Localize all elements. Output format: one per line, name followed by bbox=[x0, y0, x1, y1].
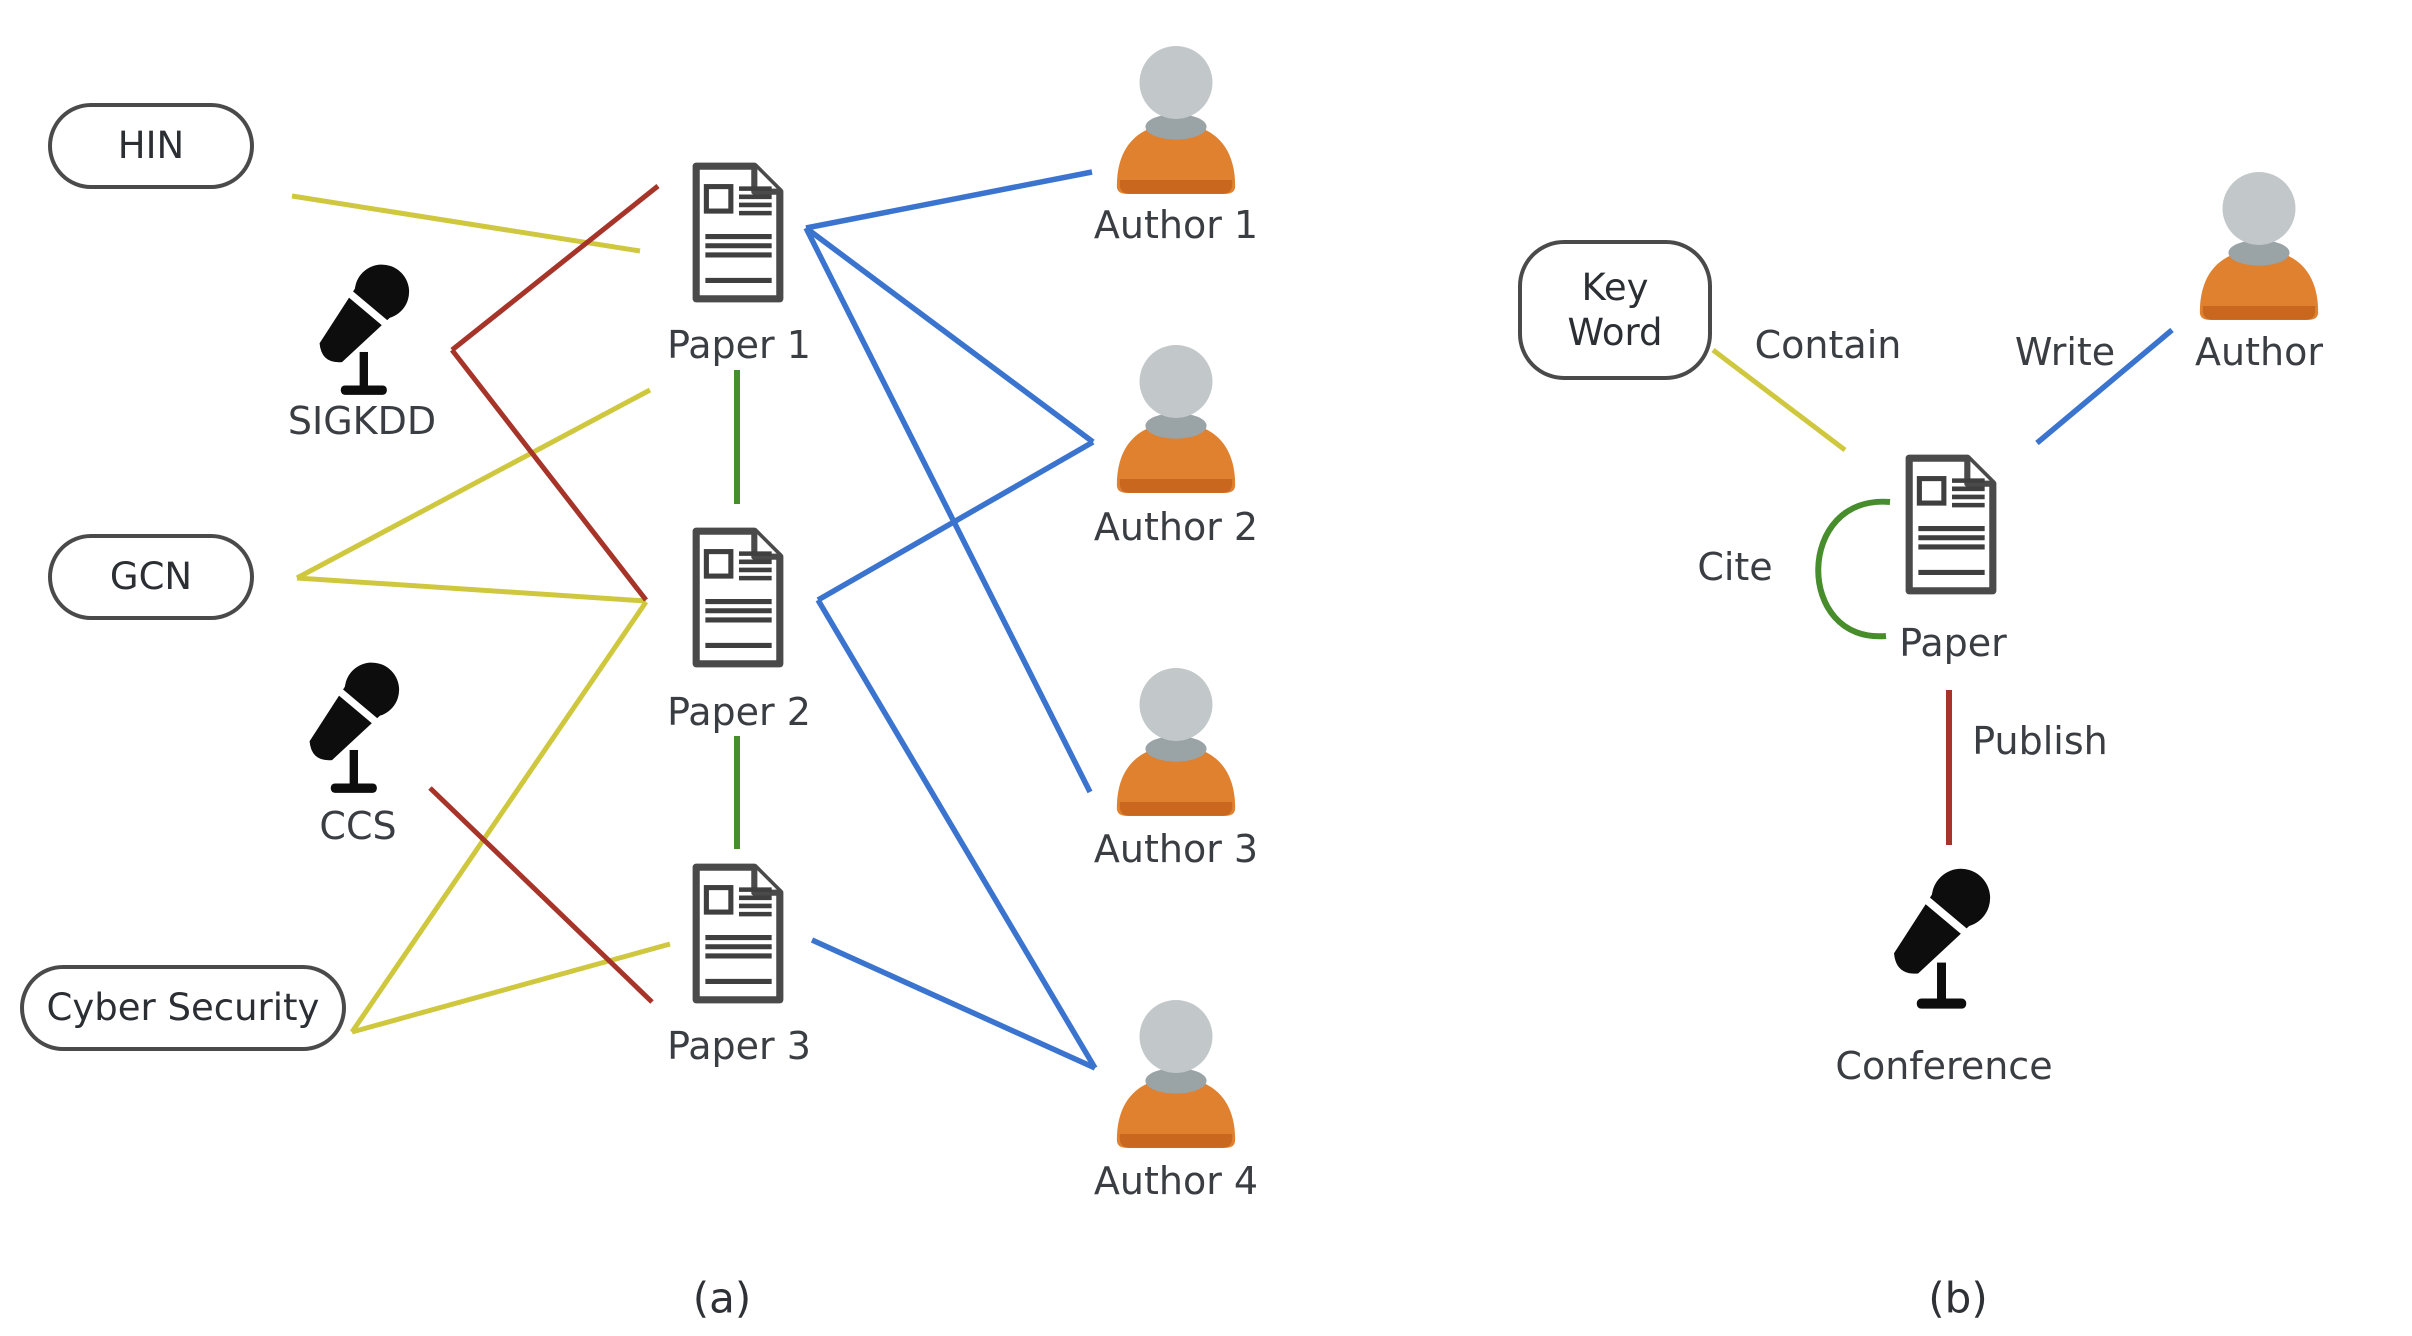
relation-label-contain: Contain bbox=[1754, 323, 1902, 367]
keyword-label-hin: HIN bbox=[117, 124, 185, 168]
edge-publish-sigkdd-paper1 bbox=[450, 184, 660, 352]
paper-label-b: Paper bbox=[1899, 621, 2007, 665]
person-icon-author3 bbox=[1107, 658, 1245, 816]
edge-contain-cyber-paper2 bbox=[349, 600, 649, 1034]
relation-label-cite: Cite bbox=[1697, 545, 1773, 589]
keyword-label-cyber-security: Cyber Security bbox=[46, 986, 320, 1030]
edge-b-cite-self-loop bbox=[1815, 498, 1891, 640]
edge-publish-sigkdd-paper2 bbox=[450, 348, 648, 602]
person-icon-author-b bbox=[2190, 162, 2328, 320]
edge-write-paper3-author4 bbox=[810, 937, 1097, 1071]
author-label-b: Author bbox=[2195, 330, 2323, 374]
person-icon-author4 bbox=[1107, 990, 1245, 1148]
person-icon-author1 bbox=[1107, 36, 1245, 194]
conference-label-sigkdd: SIGKDD bbox=[287, 399, 437, 443]
paper-icon-paper3 bbox=[687, 861, 789, 1006]
edge-contain-cyber-paper3 bbox=[351, 941, 671, 1035]
conference-label-ccs: CCS bbox=[319, 804, 397, 848]
edge-write-paper2-author4 bbox=[815, 598, 1098, 1070]
relation-label-publish: Publish bbox=[1972, 719, 2108, 763]
keyword-node-hin: HIN bbox=[48, 103, 254, 189]
paper-label-paper3: Paper 3 bbox=[667, 1024, 811, 1068]
edge-contain-gcn-paper2 bbox=[296, 575, 647, 604]
author-label-author2: Author 2 bbox=[1093, 505, 1259, 549]
keyword-label-word: Word bbox=[1567, 311, 1663, 354]
keyword-node-cyber-security: Cyber Security bbox=[20, 965, 346, 1051]
paper-label-paper1: Paper 1 bbox=[667, 323, 811, 367]
author-label-author3: Author 3 bbox=[1093, 827, 1259, 871]
keyword-node-gcn: GCN bbox=[48, 534, 254, 620]
paper-label-paper2: Paper 2 bbox=[667, 690, 811, 734]
keyword-label-gcn: GCN bbox=[109, 555, 193, 599]
microphone-icon-ccs bbox=[296, 660, 420, 796]
author-label-author1: Author 1 bbox=[1093, 203, 1259, 247]
microphone-icon-sigkdd bbox=[306, 262, 430, 398]
author-label-author4: Author 4 bbox=[1093, 1159, 1259, 1203]
caption-panel-b: (b) bbox=[1928, 1273, 1988, 1323]
edge-contain-hin-paper1 bbox=[291, 193, 641, 254]
conference-label-b: Conference bbox=[1835, 1044, 2053, 1088]
edge-write-paper2-author2 bbox=[816, 439, 1095, 603]
paper-icon-paper1 bbox=[687, 160, 789, 305]
microphone-icon-conference bbox=[1880, 866, 2012, 1012]
keyword-label-key: Key bbox=[1581, 265, 1649, 309]
paper-icon-b bbox=[1900, 452, 2002, 597]
keyword-node-key-word: Key Word bbox=[1518, 240, 1712, 380]
edge-b-write bbox=[2035, 327, 2174, 446]
edge-publish-ccs-paper3 bbox=[428, 786, 654, 1004]
edge-contain-gcn-paper1 bbox=[295, 387, 652, 581]
paper-icon-paper2 bbox=[687, 525, 789, 670]
person-icon-author2 bbox=[1107, 335, 1245, 493]
edge-write-paper1-author1 bbox=[805, 169, 1093, 231]
relation-label-write: Write bbox=[2014, 330, 2116, 374]
edge-write-paper1-author2 bbox=[804, 225, 1095, 445]
edge-b-contain bbox=[1711, 348, 1847, 452]
edge-write-paper1-author3 bbox=[803, 226, 1093, 794]
caption-panel-a: (a) bbox=[692, 1273, 752, 1323]
